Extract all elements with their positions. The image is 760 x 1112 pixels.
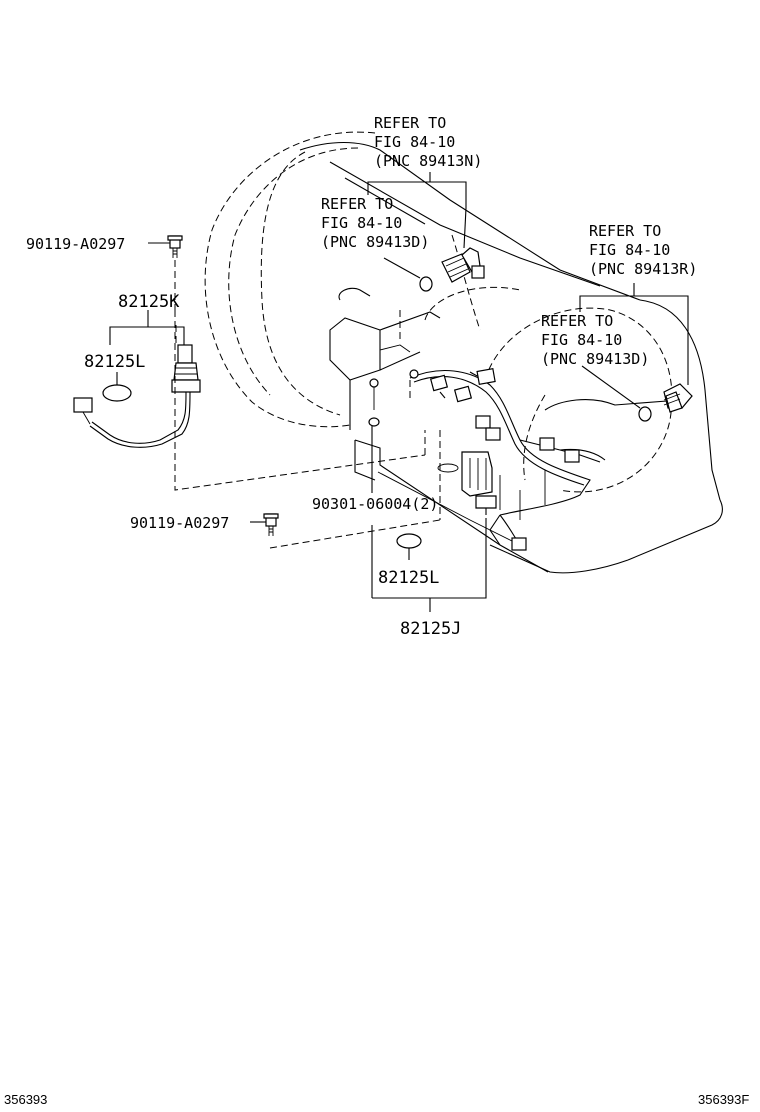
reference-lines xyxy=(174,310,441,549)
bolt-upper xyxy=(148,235,183,310)
svg-text:(PNC 89413D): (PNC 89413D) xyxy=(541,350,649,368)
svg-text:FIG 84-10: FIG 84-10 xyxy=(589,241,670,259)
label-bolt-lower: 90119-A0297 xyxy=(130,514,229,532)
svg-text:REFER TO: REFER TO xyxy=(541,312,613,330)
svg-text:REFER TO: REFER TO xyxy=(374,114,446,132)
callout-89413r: REFER TO FIG 84-10 (PNC 89413R) xyxy=(589,222,697,278)
svg-text:REFER TO: REFER TO xyxy=(321,195,393,213)
svg-text:FIG 84-10: FIG 84-10 xyxy=(321,214,402,232)
leader-lines xyxy=(109,172,689,612)
svg-text:(PNC 89413N): (PNC 89413N) xyxy=(374,152,482,170)
label-82125k: 82125K xyxy=(118,292,180,312)
svg-text:(PNC 89413D): (PNC 89413D) xyxy=(321,233,429,251)
wire-harness xyxy=(369,368,606,551)
label-bolt-upper: 90119-A0297 xyxy=(26,235,125,253)
svg-text:FIG 84-10: FIG 84-10 xyxy=(374,133,455,151)
footer-id-left: 356393 xyxy=(4,1092,47,1107)
oring-left xyxy=(102,384,132,402)
callout-89413n: REFER TO FIG 84-10 (PNC 89413N) xyxy=(374,114,482,170)
svg-text:(PNC 89413R): (PNC 89413R) xyxy=(589,260,697,278)
bolt-lower xyxy=(250,513,279,536)
oring-bottom xyxy=(396,533,422,549)
label-gasket: 90301-06004(2) xyxy=(312,495,438,513)
label-82125l-left: 82125L xyxy=(84,352,145,372)
svg-text:FIG 84-10: FIG 84-10 xyxy=(541,331,622,349)
footer-id-right: 356393F xyxy=(698,1092,749,1107)
gasket-90301 xyxy=(368,417,380,427)
label-82125l-bottom: 82125L xyxy=(378,568,439,588)
speed-sensor-82125k xyxy=(73,325,201,448)
callout-89413d-right: REFER TO FIG 84-10 (PNC 89413D) xyxy=(541,312,649,368)
solenoid-89413r xyxy=(638,383,693,422)
solenoid-89413n xyxy=(419,247,485,292)
speed-sensor-82125j xyxy=(437,451,497,515)
label-82125j: 82125J xyxy=(400,619,461,639)
callout-89413d-left: REFER TO FIG 84-10 (PNC 89413D) xyxy=(321,195,429,251)
svg-text:REFER TO: REFER TO xyxy=(589,222,661,240)
transmission-assembly xyxy=(204,131,723,574)
